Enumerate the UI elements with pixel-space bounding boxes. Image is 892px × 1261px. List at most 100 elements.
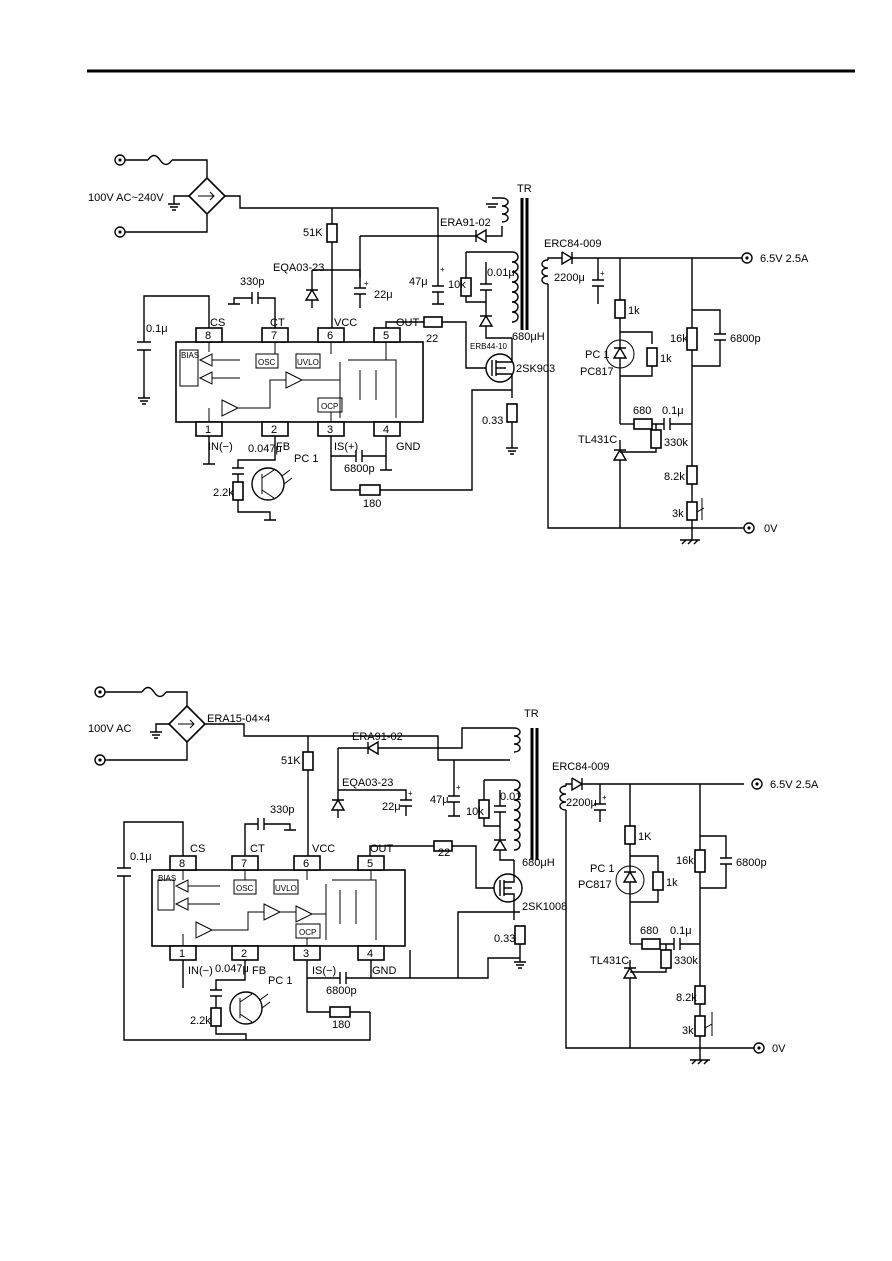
vcc-cap-label: 22μ: [374, 289, 393, 301]
ct-cap-label: 330p: [270, 804, 294, 816]
snubber-r-label: 10k: [448, 279, 466, 291]
ground-label: 0V: [764, 523, 778, 535]
bridge-label: ERA15-04×4: [207, 713, 270, 725]
output-voltage-label: 6.5V 2.5A: [770, 779, 819, 791]
comp-resistor-2: [660, 949, 672, 969]
pin-5: 5: [383, 330, 389, 342]
comp-resistor: [641, 938, 661, 950]
led-shunt-resistor: [646, 347, 658, 367]
shunt-ref-label: TL431C: [578, 434, 617, 446]
opto-part-label: PC817: [580, 366, 614, 378]
mosfet-label: 2SK903: [516, 363, 555, 375]
opto-led-icon: [615, 865, 645, 895]
opto-tx-label: PC 1: [294, 453, 318, 465]
start-resistor-label: 51K: [281, 755, 301, 767]
uvlo-block: [273, 879, 299, 895]
pin-name-cs: CS: [210, 317, 225, 329]
pin-name-gnd: GND: [396, 441, 421, 453]
is-cap-label: 6800p: [344, 463, 375, 475]
ocp-label: OCP: [299, 928, 316, 937]
is-resistor: [329, 1006, 351, 1018]
comp-resistor: [633, 418, 653, 430]
pin-1: 1: [205, 424, 211, 436]
pin-name-cs: CS: [190, 843, 205, 855]
opto-led-icon: [605, 339, 635, 369]
ocp-block: [295, 923, 321, 939]
opto-tx-label: PC 1: [268, 975, 292, 987]
sense-r-label: 0.33: [494, 933, 515, 945]
div-top-r-label: 16k: [676, 855, 694, 867]
out-diode-label: ERC84-009: [544, 238, 601, 250]
mosfet-label: 2SK1008: [522, 901, 567, 913]
pin-5: 5: [367, 858, 373, 870]
comp-r-label: 680: [640, 925, 658, 937]
div-pot-label: 3k: [672, 508, 684, 520]
osc-label: OSC: [236, 884, 254, 893]
pin-8: 8: [205, 330, 211, 342]
pin-6: 6: [303, 858, 309, 870]
comp-r2-label: 330k: [664, 437, 688, 449]
svg-text:+: +: [600, 269, 605, 278]
controller-ic: [151, 869, 406, 947]
sense-resistor: [506, 403, 518, 423]
is-r-label: 180: [332, 1019, 350, 1031]
svg-text:+: +: [602, 793, 607, 802]
div-top-resistor: [686, 327, 698, 351]
out-cap-label: 2200μ: [554, 272, 585, 284]
comp-resistor-2: [650, 429, 662, 449]
snubber-r-label: 10k: [466, 806, 484, 818]
out-diode-label: ERC84-009: [552, 761, 609, 773]
pin-name-ct: CT: [250, 843, 265, 855]
controller-ic: [175, 341, 424, 423]
shunt-ref-icon: [612, 440, 628, 528]
svg-text:+: +: [364, 279, 369, 288]
pin-7: 7: [271, 330, 277, 342]
fb-r-label: 2.2k: [190, 1015, 211, 1027]
bias-label: BIAS: [158, 874, 176, 883]
svg-text:+: +: [456, 783, 461, 792]
led-shunt-r-label: 1k: [666, 877, 678, 889]
output-terminal-ground: [753, 1042, 765, 1054]
sense-r-label: 0.33: [482, 415, 503, 427]
aux-diode-label: ERA91-02: [352, 731, 403, 743]
secondary-winding-icon: [541, 259, 549, 285]
bulk-cap-label: 47μ: [409, 276, 428, 288]
fb-resistor: [232, 481, 244, 501]
circuit-bottom: 100V AC ERA15-04×4 51K ERA91-02 TR EQA03…: [88, 686, 819, 1065]
pin-name-out: OUT: [396, 317, 420, 329]
pin-3: 3: [303, 948, 309, 960]
opto-part-label: PC817: [578, 879, 612, 891]
div-mid-resistor: [686, 465, 698, 485]
primary-winding-icon: [484, 779, 521, 851]
vcc-zener-icon: [304, 270, 320, 308]
opto-transistor-icon: [229, 991, 263, 1025]
start-resistor: [326, 223, 338, 243]
div-pot: [694, 1015, 706, 1037]
circuit-top: 100V AC~240V 51K ERA91-02 EQA03-23 + 22μ…: [88, 154, 809, 545]
primary-l-label: 680μH: [522, 857, 555, 869]
pin-name-is: IS(−): [312, 965, 336, 977]
output-terminal-ground: [743, 522, 755, 534]
led-shunt-r-label: 1k: [660, 353, 672, 365]
pin-name-in: IN(−): [208, 441, 233, 453]
fuse-icon: [147, 154, 173, 166]
is-cap-label: 6800p: [326, 985, 357, 997]
comp-r-label: 680: [633, 405, 651, 417]
ocp-label: OCP: [321, 402, 338, 411]
svg-text:+: +: [440, 265, 445, 274]
osc-block: [255, 353, 279, 369]
div-top-resistor: [694, 849, 706, 873]
pin-4: 4: [367, 948, 373, 960]
pin-name-out: OUT: [370, 843, 394, 855]
transformer-label: TR: [517, 183, 532, 195]
pin-name-is: IS(+): [334, 441, 358, 453]
fuse-icon: [141, 686, 167, 698]
div-cap-label: 6800p: [730, 333, 761, 345]
uvlo-label: UVLO: [275, 884, 297, 893]
out-diode-icon: [547, 251, 693, 342]
input-label: 100V AC: [88, 723, 131, 735]
aux-winding-icon: [513, 727, 521, 753]
pin-8: 8: [179, 858, 185, 870]
